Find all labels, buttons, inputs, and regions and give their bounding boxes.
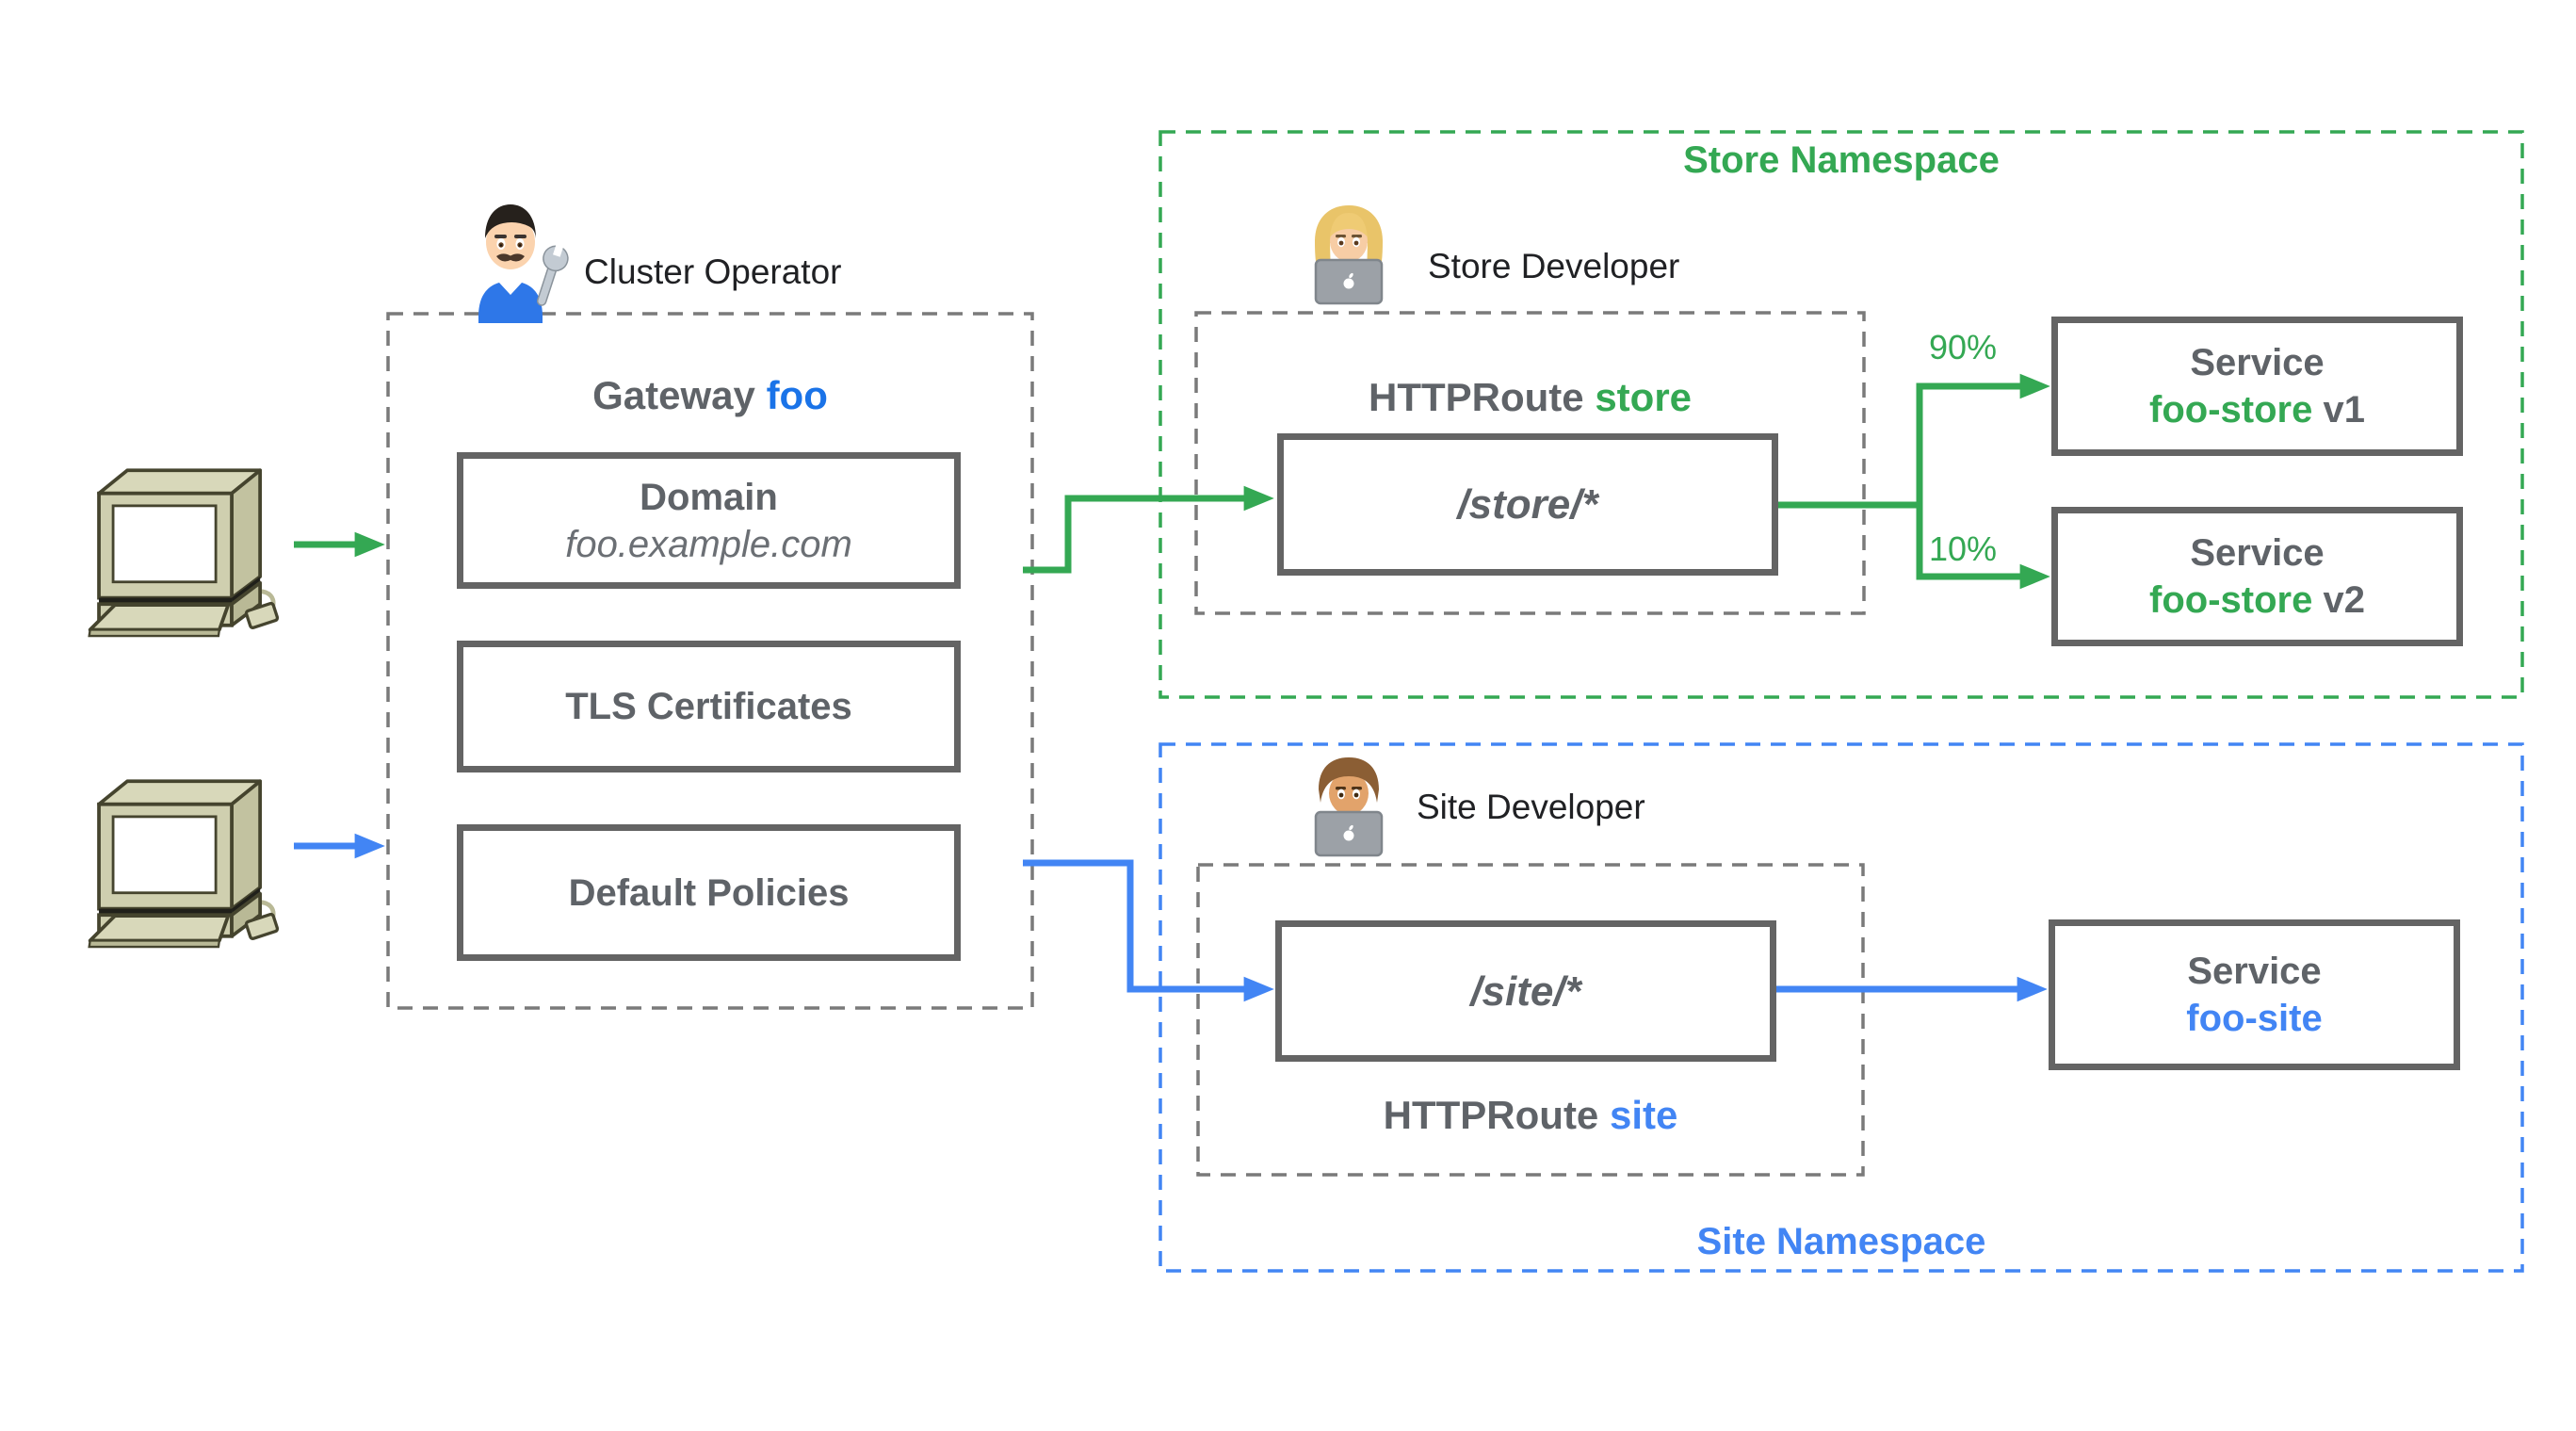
httproute-site-name: site — [1609, 1093, 1678, 1137]
service-foo-store-v2-box: Service foo-store v2 — [2051, 507, 2463, 646]
gateway-title: Gateway foo — [388, 373, 1032, 418]
service-v2-title: Service — [2190, 532, 2325, 574]
site-path-box: /site/* — [1275, 920, 1776, 1062]
httproute-site-prefix: HTTPRoute — [1383, 1093, 1599, 1137]
tls-certificates-label: TLS Certificates — [565, 686, 852, 727]
default-policies-label: Default Policies — [568, 871, 850, 914]
gateway-to-store-route-arrow — [1023, 485, 1274, 574]
store-path-box: /store/* — [1277, 433, 1778, 576]
service-site-name: foo-site — [2186, 998, 2323, 1039]
service-v2-name-line: foo-store v2 — [2149, 579, 2365, 621]
gateway-to-site-route-arrow — [1023, 859, 1274, 1002]
computer-icon — [88, 779, 280, 949]
man-mechanic-icon — [478, 204, 569, 323]
tls-certificates-box: TLS Certificates — [457, 641, 961, 772]
weight-10-label: 10% — [1929, 529, 1998, 568]
domain-box: Domain foo.example.com — [457, 452, 961, 589]
service-v1-name-line: foo-store v1 — [2149, 389, 2365, 431]
site-namespace-label: Site Namespace — [1696, 1221, 1986, 1262]
gateway-title-name: foo — [766, 373, 828, 417]
httproute-store-prefix: HTTPRoute — [1368, 375, 1584, 419]
httproute-store-title: HTTPRoute store — [1196, 375, 1864, 420]
site-developer-label: Site Developer — [1417, 788, 1645, 826]
service-foo-site-box: Service foo-site — [2049, 919, 2460, 1070]
domain-title: Domain — [640, 476, 778, 518]
store-path-text: /store/* — [1457, 481, 1598, 528]
httproute-site-title: HTTPRoute site — [1198, 1093, 1863, 1138]
woman-technologist-icon — [1314, 205, 1384, 305]
store-developer-label: Store Developer — [1428, 247, 1680, 285]
service-foo-store-v1-box: Service foo-store v1 — [2051, 317, 2463, 456]
service-site-title: Service — [2187, 951, 2322, 992]
store-namespace-label: Store Namespace — [1683, 139, 2000, 181]
weight-90-label: 90% — [1929, 328, 1998, 366]
default-policies-box: Default Policies — [457, 824, 961, 961]
site-path-text: /site/* — [1470, 968, 1581, 1015]
httproute-store-name: store — [1595, 375, 1693, 419]
service-v1-title: Service — [2190, 342, 2325, 383]
cluster-operator-label: Cluster Operator — [584, 252, 842, 291]
man-technologist-icon — [1314, 757, 1384, 857]
gateway-title-prefix: Gateway — [592, 373, 755, 417]
computer-icon — [88, 468, 280, 638]
domain-value: foo.example.com — [565, 523, 852, 565]
